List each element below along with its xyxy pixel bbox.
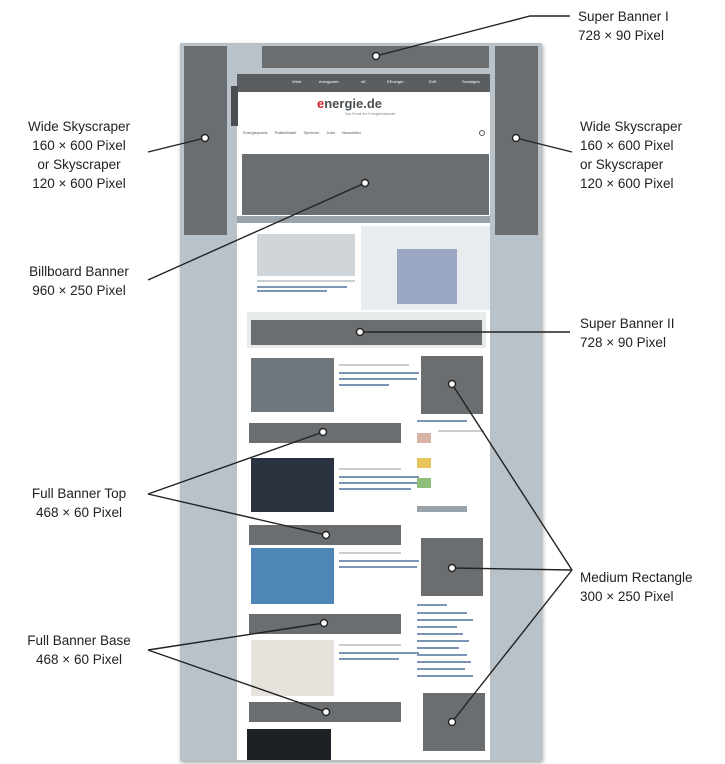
nav-tab[interactable]: EEnergie — [387, 79, 404, 84]
search-icon[interactable] — [479, 130, 485, 136]
teaser-text — [257, 290, 327, 292]
teaser-text — [257, 280, 355, 282]
nav-tab[interactable]: eE — [361, 79, 366, 84]
article-text — [339, 378, 417, 380]
sidebar-list — [417, 604, 487, 694]
nav-tab[interactable]: Sonstiges — [462, 79, 480, 84]
nav-tab[interactable]: energyweb — [319, 79, 339, 84]
article-image — [251, 358, 334, 412]
menu-item[interactable]: Politik/Markt — [274, 130, 297, 135]
teaser-image — [257, 234, 355, 276]
article-text — [339, 482, 417, 484]
label-wide-skyscraper-right: Wide Skyscraper 160 × 600 Pixel or Skysc… — [580, 119, 683, 191]
teaser-text — [257, 286, 347, 288]
article-text — [339, 476, 419, 478]
site-tagline: Das Portal der Energiewirtschaft — [345, 112, 396, 116]
nav-tab[interactable]: Wind — [292, 79, 302, 84]
label-full-banner-base: Full Banner Base 468 × 60 Pixel — [27, 633, 131, 667]
label-medium-rectangle: Medium Rectangle 300 × 250 Pixel — [580, 570, 693, 604]
article-text — [339, 384, 389, 386]
sidebar-news — [417, 420, 487, 500]
label-billboard-banner: Billboard Banner 960 × 250 Pixel — [29, 264, 129, 298]
article-image — [251, 548, 334, 604]
label-full-banner-top: Full Banner Top 468 × 60 Pixel — [31, 486, 127, 520]
article-image — [251, 458, 334, 512]
article-image — [247, 729, 331, 760]
sidebar-button[interactable] — [417, 506, 467, 512]
site-logo[interactable]: energie.de — [317, 96, 383, 111]
article-text — [339, 552, 401, 554]
breadcrumb-bar — [237, 216, 490, 223]
article-text — [339, 652, 419, 654]
menu-item[interactable]: Speicher — [303, 130, 320, 135]
nav-tab[interactable]: EnE — [429, 79, 437, 84]
menu-item[interactable]: Energiepraxis — [243, 130, 268, 135]
article-text — [339, 364, 409, 366]
article-text — [339, 644, 401, 646]
menu-item[interactable]: Jobs — [326, 130, 335, 135]
article-text — [339, 488, 411, 490]
article-text — [339, 372, 419, 374]
article-image — [251, 640, 334, 696]
article-text — [339, 658, 399, 660]
label-super-banner-1: Super Banner I 728 × 90 Pixel — [578, 9, 669, 43]
social-sidebar — [231, 86, 238, 126]
label-super-banner-2: Super Banner II 728 × 90 Pixel — [580, 316, 675, 350]
article-text — [339, 566, 417, 568]
menu-item[interactable]: Newsletter — [342, 130, 361, 135]
article-text — [339, 468, 401, 470]
teaser-image — [397, 249, 457, 304]
label-wide-skyscraper-left: Wide Skyscraper 160 × 600 Pixel or Skysc… — [27, 119, 131, 191]
article-text — [339, 560, 419, 562]
main-menu: Energiepraxis Politik/Markt Speicher Job… — [237, 130, 490, 140]
top-navigation: Wind energyweb eE EEnergie EnE Sonstiges — [237, 74, 490, 92]
